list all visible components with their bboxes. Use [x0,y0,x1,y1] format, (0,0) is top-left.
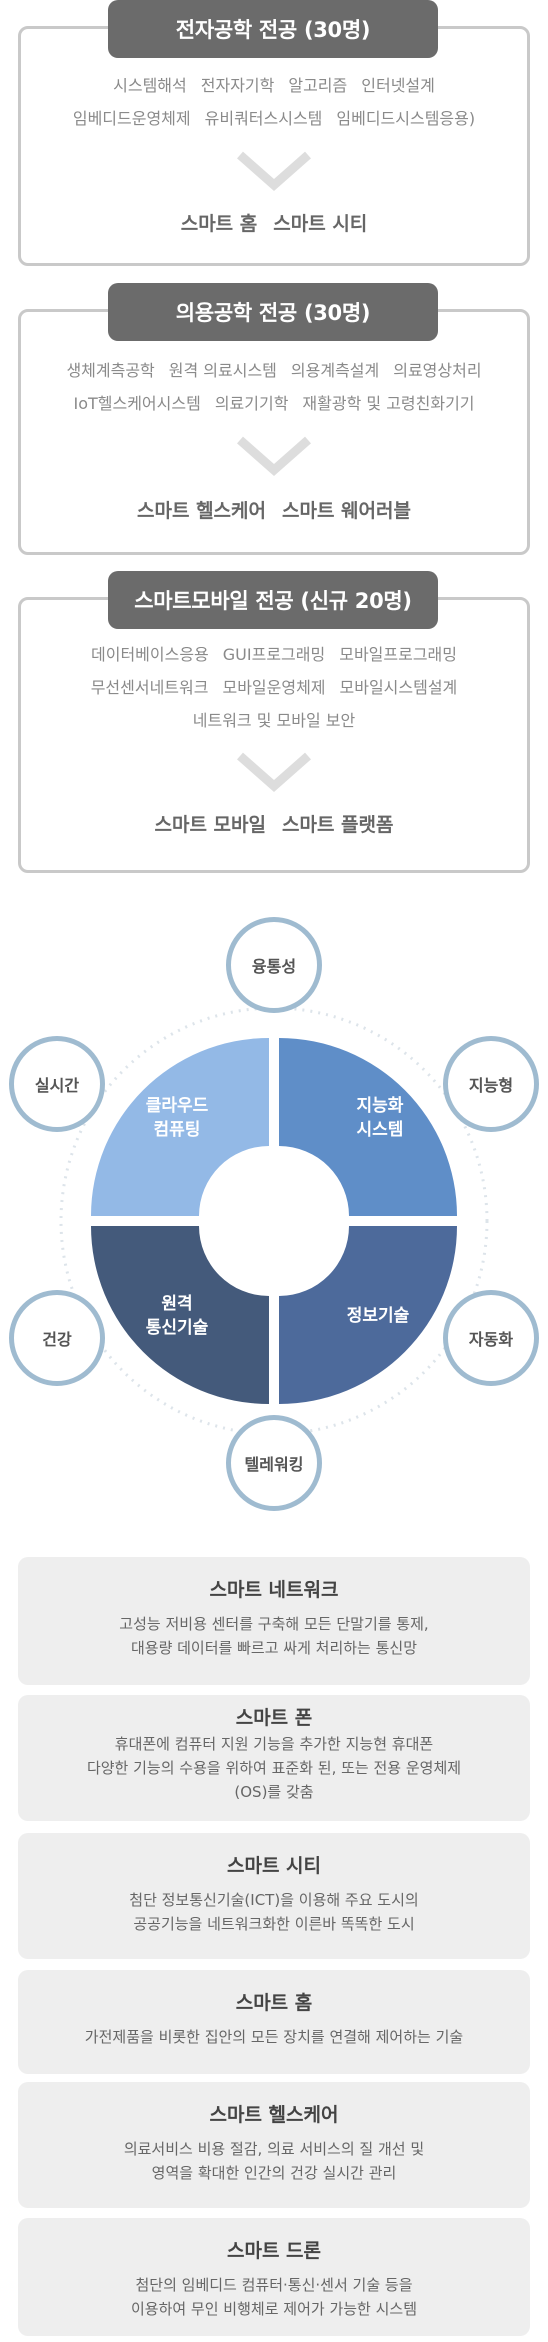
track-card: 데이터베이스응용 GUI프로그래밍 모바일프로그래밍 무선센서네트워크 모바일운영체제… [18,597,530,873]
definition-desc: 첨단의 임베디드 컴퓨터·통신·센서 기술 등을 이용하여 무인 비행체로 제어… [18,2273,530,2321]
node-upper-right: 지능형 [443,1036,539,1132]
subject-row: 생체계측공학 원격 의료시스템 의용계측설계 의료영상처리 [21,354,527,387]
node-top: 융통성 [226,917,322,1013]
track-careers: 스마트 모바일 스마트 플랫폼 [21,810,527,837]
career-label: 스마트 모바일 [154,814,267,836]
track-card: 생체계측공학 원격 의료시스템 의용계측설계 의료영상처리 IoT헬스케어시스템 의료기… [18,309,530,555]
track-subjects: 데이터베이스응용 GUI프로그래밍 모바일프로그래밍 무선센서네트워크 모바일운영체제… [21,638,527,737]
track-title: 의용공학 전공 (30명) [108,283,438,341]
subject-row: 시스템해석 전자자기학 알고리즘 인터넷설계 [21,69,527,102]
subject: 전자자기학 [200,76,275,95]
career-label: 스마트 시티 [273,213,368,235]
definition-line: 다양한 기능의 수용을 위하여 표준화 된, 또는 전용 운영체제 [86,1759,462,1777]
subject: 의료영상처리 [393,361,482,380]
track-title: 스마트모바일 전공 (신규 20명) [108,571,438,629]
subject: GUI프로그래밍 [222,645,326,664]
definition-line: 고성능 저비용 센터를 구축해 모든 단말기를 통제, [119,1615,429,1633]
quadrant-bottom-left [91,1226,269,1404]
subject: 알고리즘 [288,76,348,95]
subject-row: 무선센서네트워크 모바일운영체제 모바일시스템설계 [21,671,527,704]
subject-row: 데이터베이스응용 GUI프로그래밍 모바일프로그래밍 [21,638,527,671]
definition-desc: 의료서비스 비용 절감, 의료 서비스의 질 개선 및 영역을 확대한 인간의 … [18,2137,530,2185]
definition-line: 공공기능을 네트워크화한 이른바 똑똑한 도시 [133,1915,415,1933]
chevron-down-icon [237,151,311,191]
subject: IoT헬스케어시스템 [73,394,201,413]
quadrant-top-right [279,1038,457,1216]
subject: 임베디드운영체제 [72,109,191,128]
subject: 무선센서네트워크 [90,678,209,697]
subject: 시스템해석 [113,76,187,95]
quadrant-top-left [91,1038,269,1216]
definition-card: 스마트 네트워크 고성능 저비용 센터를 구축해 모든 단말기를 통제, 대용량… [18,1557,530,1685]
career-label: 스마트 웨어러블 [282,500,411,522]
subject: 모바일프로그래밍 [339,645,457,664]
subject: 원격 의료시스템 [168,361,277,380]
definition-line: 가전제품을 비롯한 집안의 모든 장치를 연결해 제어하는 기술 [84,2028,464,2046]
definition-title: 스마트 폰 [235,1707,313,1729]
definition-desc: 휴대폰에 컴퓨터 지원 기능을 추가한 지능현 휴대폰 다양한 기능의 수용을 … [18,1732,530,1804]
dotted-orbit [59,1006,489,1436]
subject: 재활광학 및 고령친화기기 [302,394,475,413]
node-lower-right: 자동화 [443,1290,539,1386]
definition-line: 첨단의 임베디드 컴퓨터·통신·센서 기술 등을 [135,2276,413,2294]
subject-row: 네트워크 및 모바일 보안 [21,704,527,737]
definition-line: (OS)를 갖춤 [234,1783,314,1801]
definition-line: 첨단 정보통신기술(ICT)을 이용해 주요 도시의 [129,1891,419,1909]
definition-line: 이용하여 무인 비행체로 제어가 가능한 시스템 [130,2300,418,2318]
subject: 의료기기학 [214,394,289,413]
quadrant-bottom-right [279,1226,457,1404]
definition-card: 스마트 홈 가전제품을 비롯한 집안의 모든 장치를 연결해 제어하는 기술 [18,1970,530,2074]
track-careers: 스마트 홈 스마트 시티 [21,209,527,236]
career-label: 스마트 홈 [180,213,258,235]
subject: 의용계측설계 [290,361,380,380]
definition-card: 스마트 시티 첨단 정보통신기술(ICT)을 이용해 주요 도시의 공공기능을 … [18,1833,530,1959]
definition-card: 스마트 드론 첨단의 임베디드 컴퓨터·통신·센서 기술 등을 이용하여 무인 … [18,2218,530,2336]
career-label: 스마트 헬스케어 [137,500,266,522]
definition-title: 스마트 드론 [226,2240,321,2262]
node-lower-left: 건강 [9,1290,105,1386]
subject: 데이터베이스응용 [91,645,209,664]
chevron-down-icon [237,436,311,476]
definition-line: 휴대폰에 컴퓨터 지원 기능을 추가한 지능현 휴대폰 [114,1735,434,1753]
node-upper-left: 실시간 [9,1036,105,1132]
definition-desc: 첨단 정보통신기술(ICT)을 이용해 주요 도시의 공공기능을 네트워크화한 … [18,1888,530,1936]
subject: 생체계측공학 [66,361,155,380]
subject: 인터넷설계 [361,76,435,95]
definition-title: 스마트 헬스케어 [209,2104,339,2126]
track-careers: 스마트 헬스케어 스마트 웨어러블 [21,496,527,523]
subject: 모바일시스템설계 [339,678,458,697]
definition-desc: 고성능 저비용 센터를 구축해 모든 단말기를 통제, 대용량 데이터를 빠르고… [18,1612,530,1660]
track-title: 전자공학 전공 (30명) [108,0,438,58]
subject: 네트워크 및 모바일 보안 [192,711,356,730]
definition-title: 스마트 네트워크 [209,1579,339,1601]
definition-line: 대용량 데이터를 빠르고 싸게 처리하는 통신망 [130,1639,418,1657]
definition-title: 스마트 시티 [226,1855,321,1877]
subject-row: 임베디드운영체제 유비쿼터스시스템 임베디드시스템응용) [21,102,527,135]
chevron-down-icon [237,752,311,792]
subject: 임베디드시스템응용) [336,109,476,128]
subject-row: IoT헬스케어시스템 의료기기학 재활광학 및 고령친화기기 [21,387,527,420]
definition-card: 스마트 헬스케어 의료서비스 비용 절감, 의료 서비스의 질 개선 및 영역을… [18,2082,530,2208]
subject: 유비쿼터스시스템 [204,109,323,128]
definition-title: 스마트 홈 [235,1992,313,2014]
definition-desc: 가전제품을 비롯한 집안의 모든 장치를 연결해 제어하는 기술 [18,2025,530,2049]
definition-line: 영역을 확대한 인간의 건강 실시간 관리 [151,2164,397,2182]
definition-line: 의료서비스 비용 절감, 의료 서비스의 질 개선 및 [123,2140,425,2158]
quadrant-label-bottom-right: 정보기술 [346,1306,410,1326]
career-label: 스마트 플랫폼 [282,814,394,836]
diagram-graphic [59,1006,489,1436]
node-bottom: 텔레워킹 [226,1415,322,1511]
subject: 모바일운영체제 [222,678,326,697]
definition-card: 스마트 폰 휴대폰에 컴퓨터 지원 기능을 추가한 지능현 휴대폰 다양한 기능… [18,1695,530,1821]
track-subjects: 생체계측공학 원격 의료시스템 의용계측설계 의료영상처리 IoT헬스케어시스템 의료기… [21,354,527,420]
